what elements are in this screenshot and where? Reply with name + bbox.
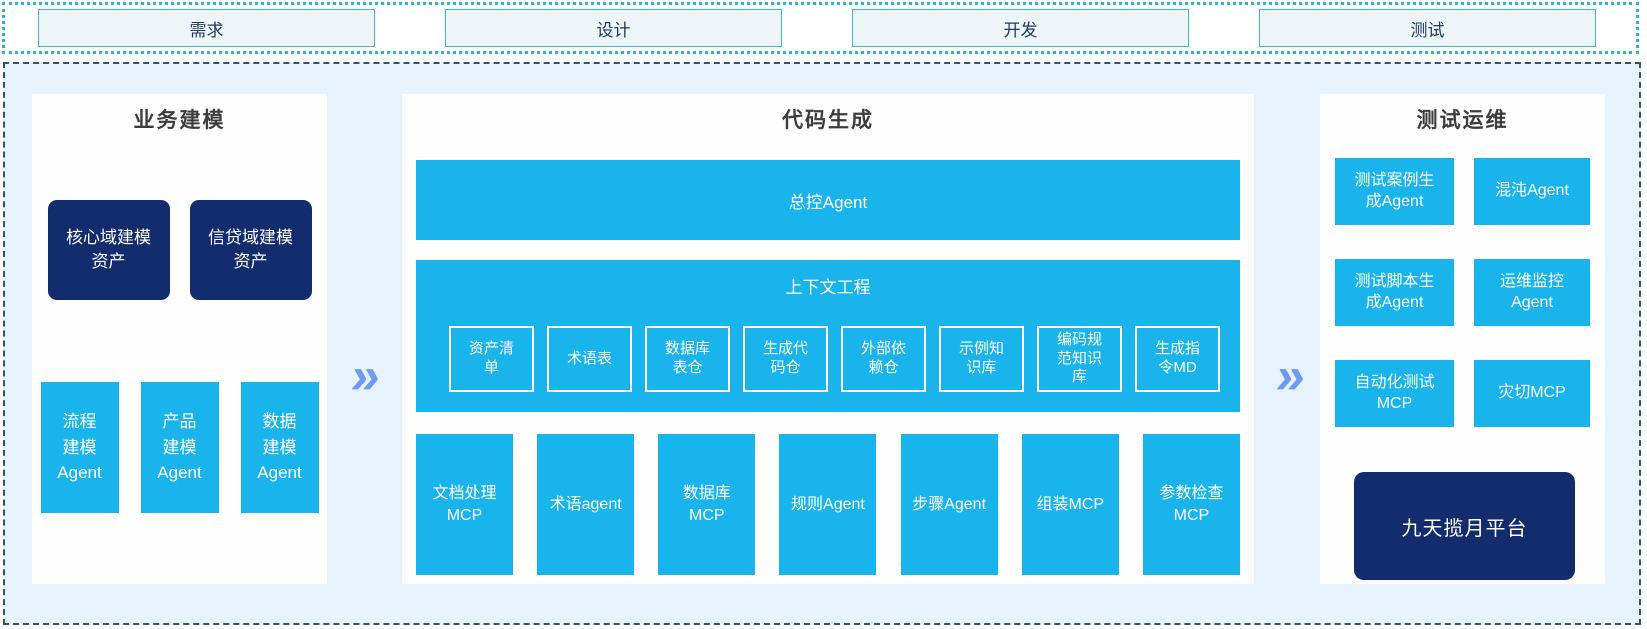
disaster-switch-mcp-box: 灾切MCP [1474,360,1590,427]
data-modeling-agent-box: 数据 建模 Agent [240,382,319,513]
modeling-agent-row: 流程 建模 Agent 产品 建模 Agent 数据 建模 Agent [32,382,327,513]
product-modeling-agent-box: 产品 建模 Agent [140,382,219,513]
context-engineering-box: 上下文工程 资产清 单 术语表 数据库 表仓 生成代 码仓 外部依 赖仓 示例知… [416,260,1240,412]
context-items-row: 资产清 单 术语表 数据库 表仓 生成代 码仓 外部依 赖仓 示例知 识库 编码… [449,326,1220,392]
phase-box-testing: 测试 [1259,9,1596,47]
glossary-agent-box: 术语agent [537,434,635,575]
document-processing-mcp-box: 文档处理 MCP [416,434,513,575]
phase-box-requirements: 需求 [38,9,375,47]
generation-instruction-md-box: 生成指 令MD [1135,326,1220,392]
generated-code-repo-box: 生成代 码仓 [743,326,828,392]
test-ops-title: 测试运维 [1416,109,1509,132]
test-ops-panel: 测试运维 测试案例生 成Agent 混沌Agent 测试脚本生 成Agent 运… [1320,94,1605,584]
rules-agent-box: 规则Agent [779,434,877,575]
chaos-agent-box: 混沌Agent [1474,158,1590,225]
process-modeling-agent-box: 流程 建模 Agent [40,382,119,513]
phase-box-design: 设计 [445,9,782,47]
core-domain-assets-box: 核心域建模 资产 [47,200,170,300]
test-case-generation-agent-box: 测试案例生 成Agent [1335,158,1454,225]
phase-box-development: 开发 [852,9,1189,47]
ops-monitoring-agent-box: 运维监控 Agent [1474,259,1590,326]
credit-domain-assets-box: 信贷域建模 资产 [189,200,312,300]
automated-testing-mcp-box: 自动化测试 MCP [1335,360,1454,427]
asset-list-box: 资产清 单 [449,326,534,392]
external-dependency-repo-box: 外部依 赖仓 [841,326,926,392]
steps-agent-box: 步骤Agent [900,434,998,575]
code-generation-panel: 代码生成 总控Agent 上下文工程 资产清 单 术语表 数据库 表仓 生成代 … [402,94,1254,584]
test-ops-grid: 测试案例生 成Agent 混沌Agent 测试脚本生 成Agent 运维监控 A… [1335,158,1590,427]
parameter-check-mcp-box: 参数检查 MCP [1142,434,1240,575]
coding-standard-knowledge-base-box: 编码规 范知识 库 [1037,326,1122,392]
assembly-mcp-box: 组装MCP [1021,434,1119,575]
context-engineering-title: 上下文工程 [785,278,871,297]
code-generation-title: 代码生成 [782,109,874,132]
test-script-generation-agent-box: 测试脚本生 成Agent [1335,259,1454,326]
business-modeling-title: 业务建模 [133,109,226,132]
example-knowledge-base-box: 示例知 识库 [939,326,1024,392]
jiutian-lanyue-platform-box: 九天揽月平台 [1354,472,1575,580]
double-chevron-icon: » [347,347,383,405]
codegen-tools-row: 文档处理 MCP 术语agent 数据库 MCP 规则Agent 步骤Agent… [416,434,1240,575]
double-chevron-icon: » [1272,347,1308,405]
database-table-repo-box: 数据库 表仓 [645,326,730,392]
business-modeling-panel: 业务建模 核心域建模 资产 信贷域建模 资产 流程 建模 Agent 产品 建模… [32,94,327,584]
asset-row: 核心域建模 资产 信贷域建模 资产 [32,200,327,300]
glossary-box: 术语表 [547,326,632,392]
phase-strip: 需求 设计 开发 测试 [2,2,1639,54]
database-mcp-box: 数据库 MCP [658,434,756,575]
main-area: 业务建模 核心域建模 资产 信贷域建模 资产 流程 建模 Agent 产品 建模… [3,62,1641,625]
master-control-agent-bar: 总控Agent [416,160,1240,240]
